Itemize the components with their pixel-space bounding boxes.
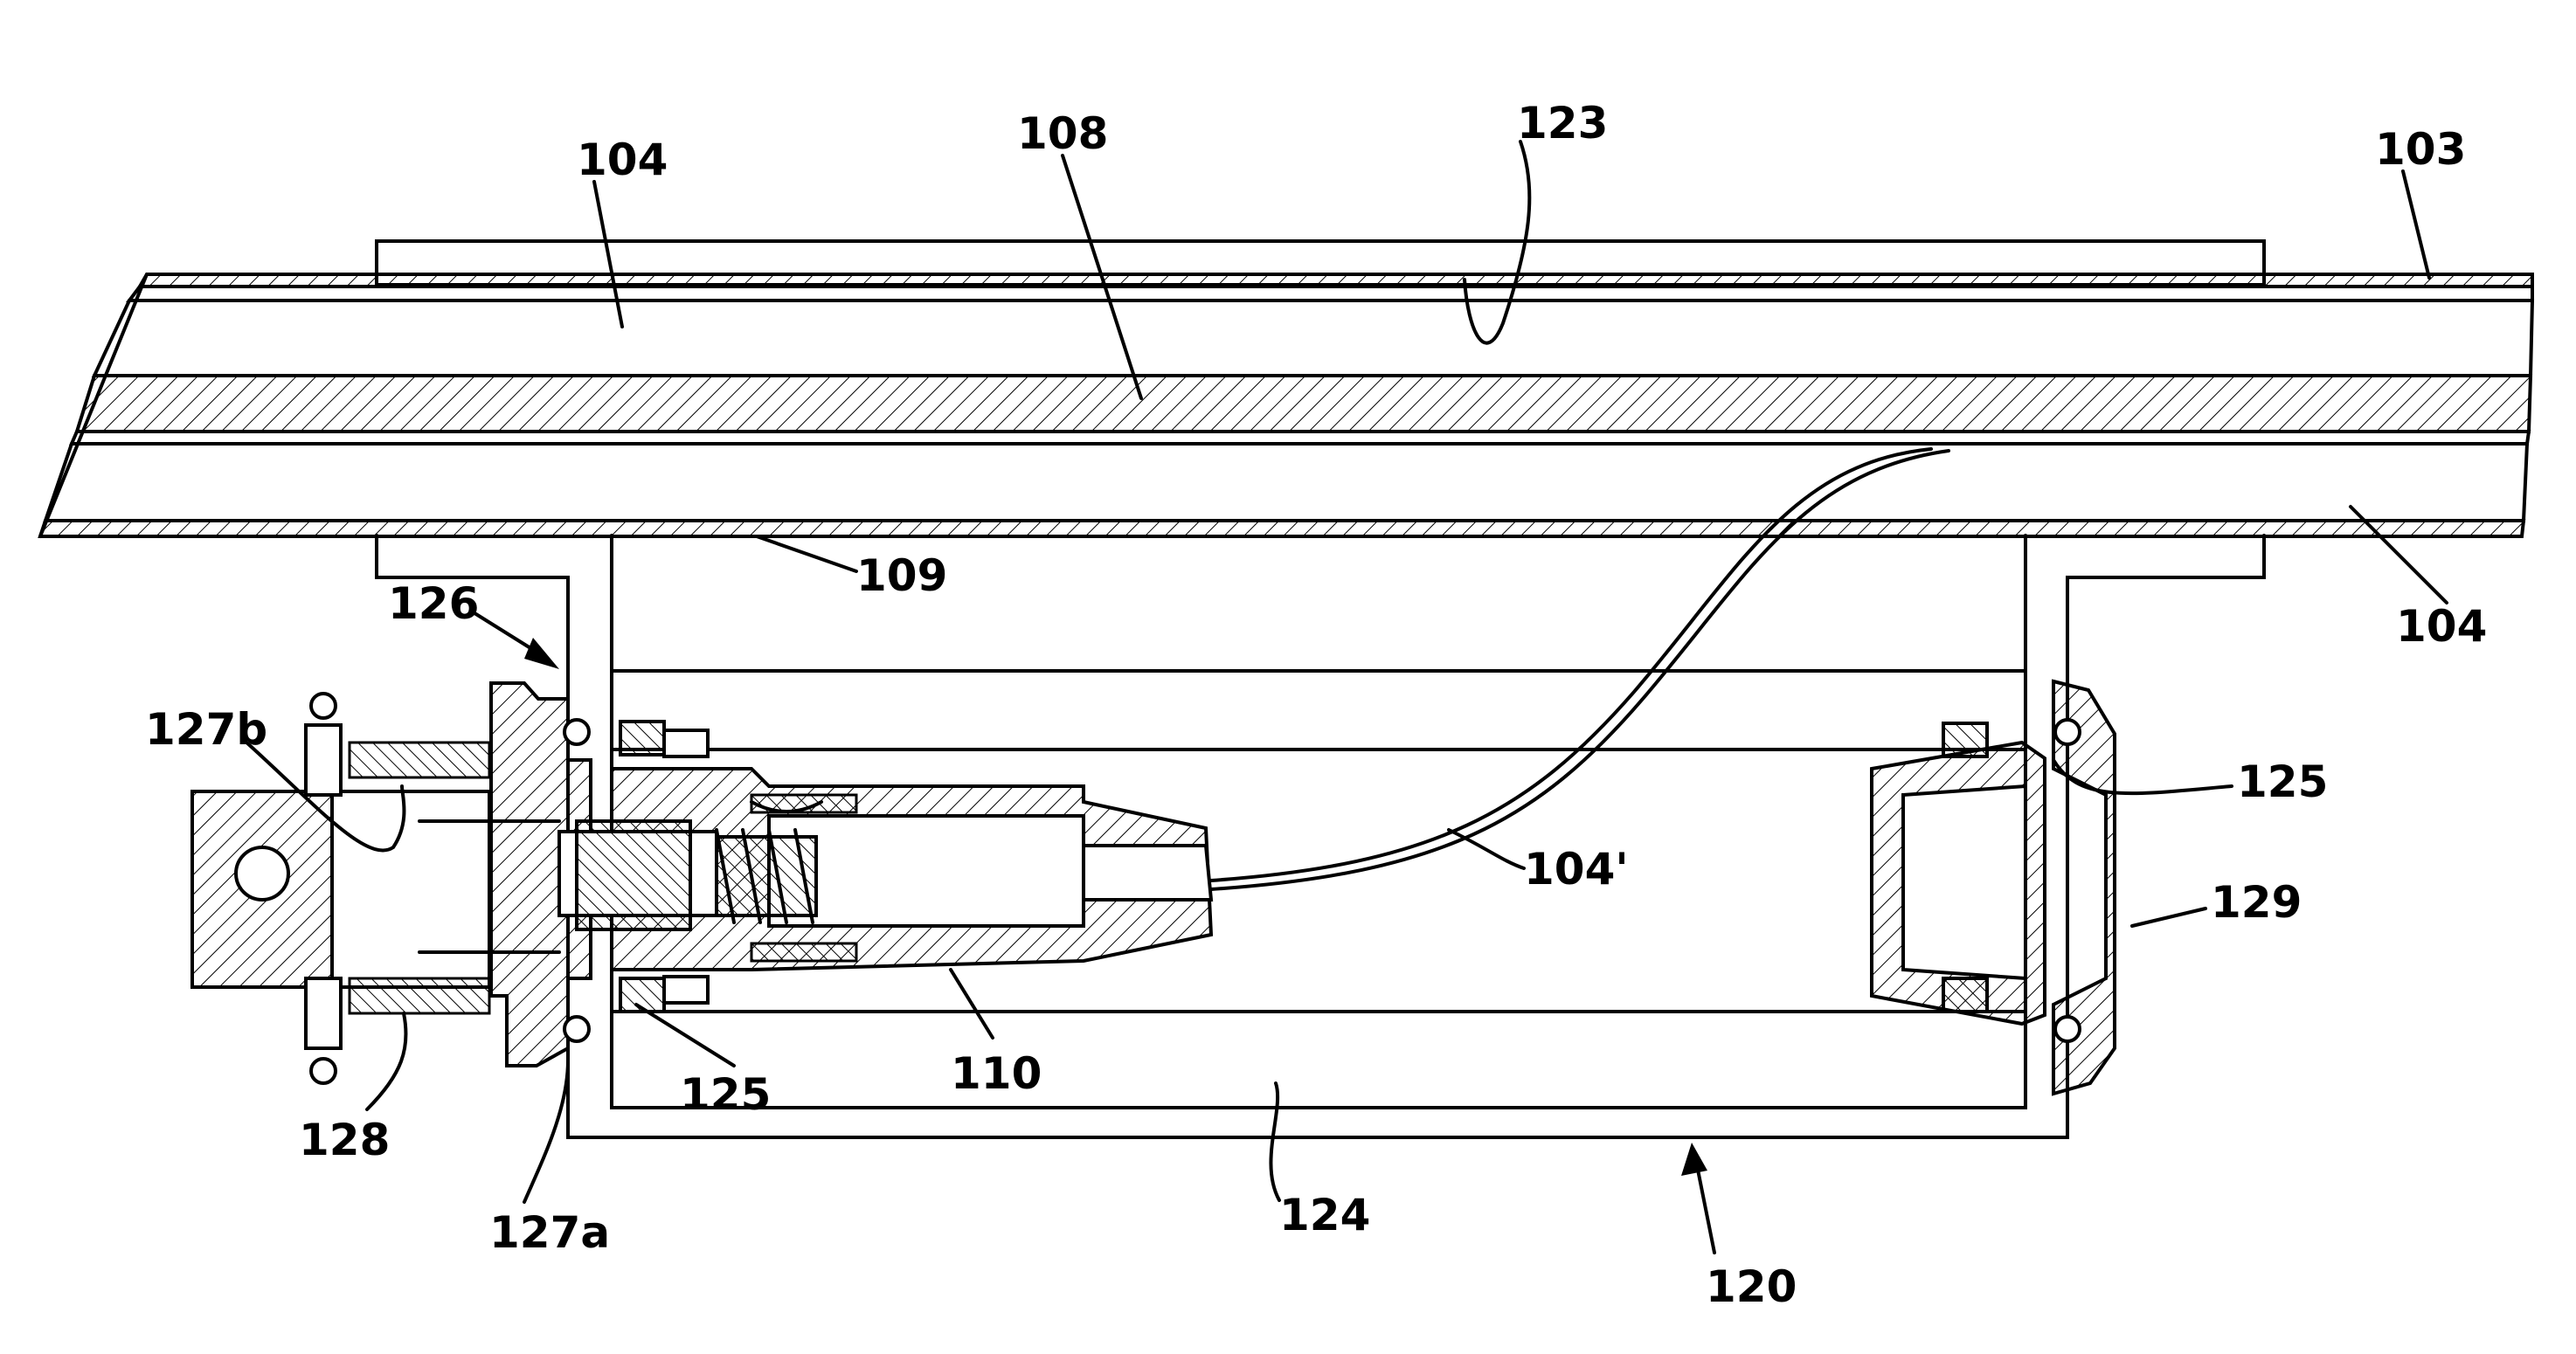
label-110: 110 — [951, 1048, 1042, 1099]
label-129: 129 — [2211, 877, 2302, 928]
label-103: 103 — [2375, 124, 2466, 175]
left-connector-assembly — [192, 683, 1211, 1083]
label-109: 109 — [856, 550, 947, 601]
label-104-top: 104 — [577, 135, 668, 185]
label-126: 126 — [388, 578, 479, 629]
label-104-right: 104 — [2396, 601, 2487, 652]
label-125-bottom: 125 — [680, 1069, 771, 1120]
cable-tube-103 — [40, 274, 2532, 536]
label-124: 124 — [1279, 1190, 1370, 1240]
label-108: 108 — [1017, 108, 1108, 159]
label-125-right: 125 — [2237, 756, 2328, 807]
label-120: 120 — [1706, 1261, 1797, 1312]
right-connector-cap-129 — [1872, 681, 2115, 1094]
label-123: 123 — [1517, 98, 1608, 149]
label-127a: 127a — [489, 1207, 610, 1258]
label-104-prime: 104' — [1524, 844, 1629, 895]
label-127b: 127b — [145, 704, 267, 755]
label-128: 128 — [299, 1115, 390, 1165]
